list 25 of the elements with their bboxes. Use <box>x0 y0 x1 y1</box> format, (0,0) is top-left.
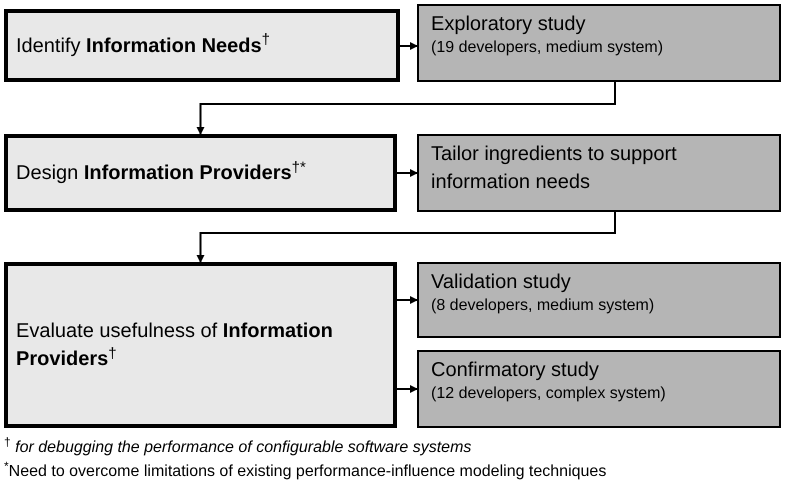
footnote: $^{*}$Need to overcome limitations of existing performance-influence modeling techniques <box>4 460 606 482</box>
box-detail: (8 developers, medium system) <box>431 296 656 316</box>
step-box <box>4 262 397 428</box>
step-box <box>4 134 397 212</box>
study-box <box>417 4 781 82</box>
study-box <box>417 134 781 212</box>
box-text: Evaluate usefulness of Information Providers$^{†}$ <box>16 319 334 372</box>
arrow <box>397 169 418 177</box>
arrow <box>397 385 418 393</box>
arrow <box>196 212 616 263</box>
box-text: Design Information Providers$^{†*}$ <box>16 159 307 186</box>
box-text: Tailor ingredients to support information needs <box>431 142 678 195</box>
box-detail: (19 developers, medium system) <box>431 38 664 58</box>
footnote: $^{†}$ for debugging the performance of configurable software systems <box>4 436 472 458</box>
arrow <box>400 42 418 50</box>
box-detail: (12 developers, complex system) <box>431 384 667 404</box>
study-box <box>417 262 781 338</box>
arrow <box>196 82 616 135</box>
study-box <box>417 350 781 428</box>
box-text: Confirmatory study <box>431 358 600 383</box>
arrow <box>397 296 418 304</box>
box-text: Exploratory study <box>431 12 587 37</box>
box-text: Identify Information Needs$^{†}$ <box>16 32 271 58</box>
box-text: Validation study <box>431 270 572 295</box>
step-box <box>4 9 400 82</box>
